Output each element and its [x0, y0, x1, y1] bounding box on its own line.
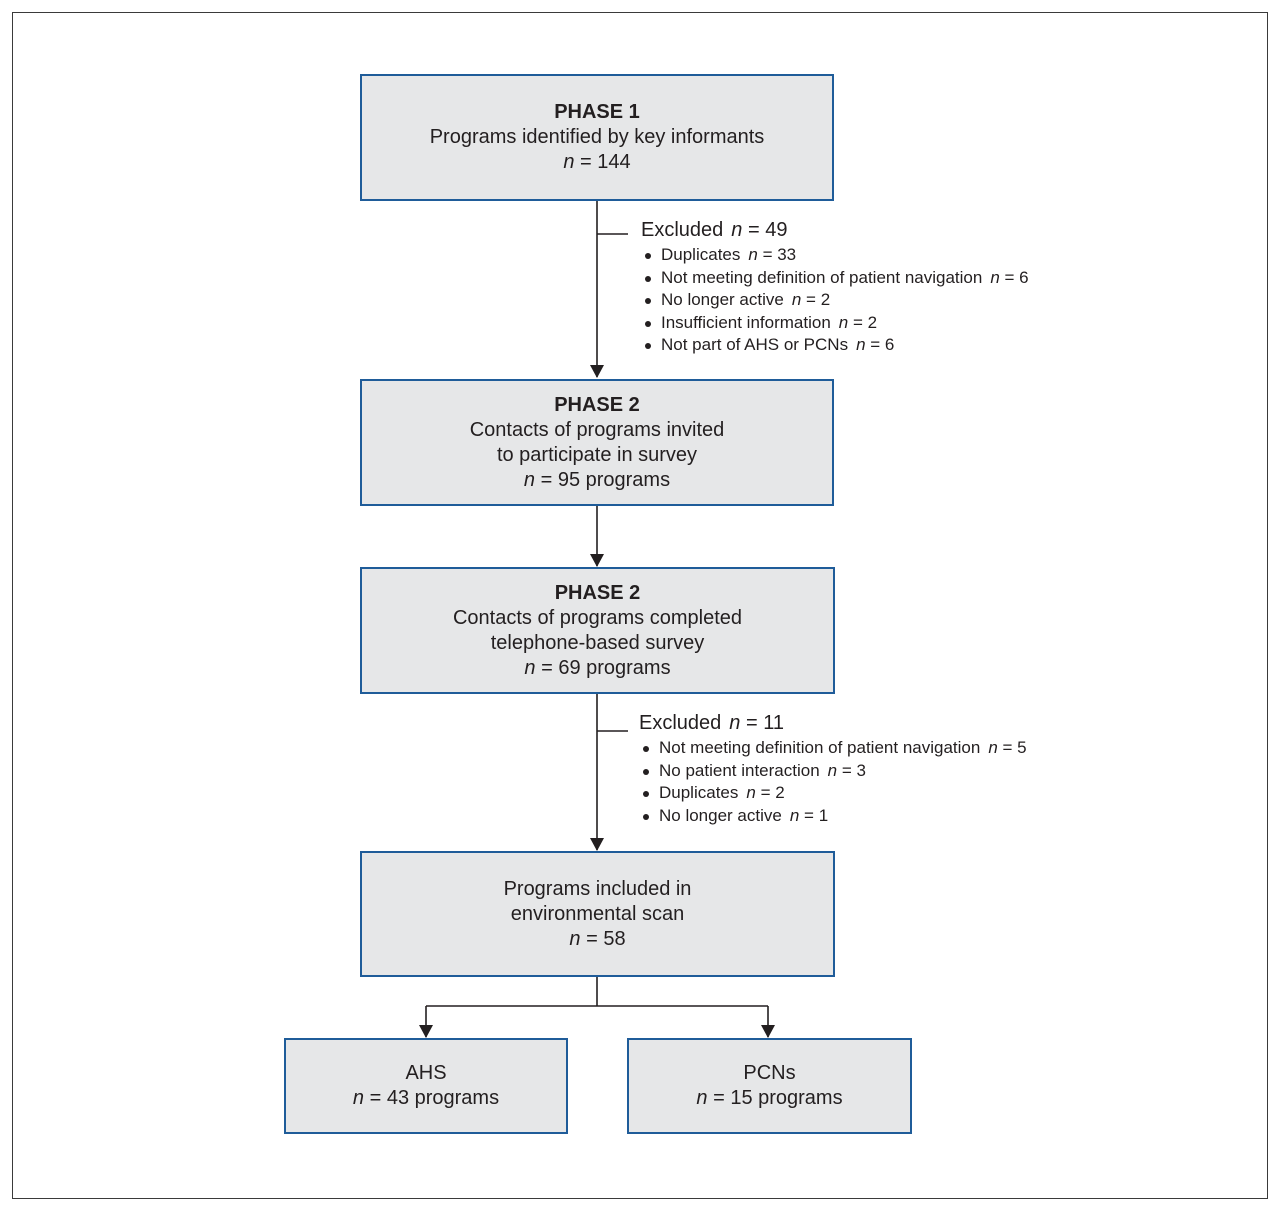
n-symbol: n	[838, 312, 849, 332]
item-label: No patient interaction	[659, 760, 820, 780]
item-count: = 5	[1002, 738, 1027, 757]
n-symbol: n	[524, 656, 536, 679]
n-symbol: n	[990, 267, 1000, 287]
item-count: = 2	[760, 783, 785, 802]
included-line1: Programs included in	[503, 877, 692, 900]
n-symbol: n	[791, 290, 802, 309]
excluded-2-count: = 11	[745, 712, 784, 734]
included-count: n = 58	[569, 927, 625, 952]
excluded-2-label: Excluded	[639, 712, 722, 734]
phase1-description: Programs identified by key informants	[429, 126, 765, 148]
n-symbol: n	[827, 760, 838, 780]
excluded-1-title: Excluded n = 49	[641, 217, 1029, 243]
excluded-1-label: Excluded	[641, 219, 724, 241]
included-box: Programs included in environmental scan …	[360, 851, 835, 977]
pcns-label: PCNs	[743, 1062, 796, 1084]
n-symbol: n	[789, 805, 800, 825]
phase1-box: PHASE 1 Programs identified by key infor…	[360, 74, 834, 201]
phase1-heading: PHASE 1	[554, 101, 640, 123]
phase2-invited-line2: to participate in survey	[496, 443, 698, 466]
phase2-completed-count: n = 69 programs	[524, 656, 670, 681]
phase2-completed-line2: telephone-based survey	[490, 631, 705, 654]
n-symbol: n	[746, 783, 756, 802]
item-count: = 3	[841, 760, 866, 780]
excluded-list-1: Excluded n = 49 Duplicates n = 33 Not meet…	[641, 217, 1029, 357]
excluded-list-2: Excluded n = 11 Not meeting definition of…	[639, 710, 1027, 827]
item-label: Not meeting definition of patient naviga…	[661, 267, 983, 287]
item-label: Insufficient information	[661, 312, 831, 332]
n-symbol: n	[748, 245, 758, 264]
n-symbol: n	[856, 335, 866, 354]
ahs-label: AHS	[405, 1062, 447, 1084]
item-label: Duplicates	[659, 783, 739, 802]
item-count: = 2	[852, 312, 878, 332]
item-label: No longer active	[659, 805, 782, 825]
phase2-invited-count: n = 95 programs	[524, 468, 670, 493]
item-count: = 1	[804, 805, 829, 825]
list-item: Duplicates n = 33	[641, 244, 1029, 267]
ahs-box: AHS n = 43 programs	[284, 1038, 568, 1134]
n-symbol: n	[988, 738, 998, 757]
phase2-invited-heading: PHASE 2	[554, 393, 640, 416]
n-symbol: n	[563, 151, 575, 173]
item-label: No longer active	[661, 290, 784, 309]
list-item: Insufficient information n = 2	[641, 312, 1029, 335]
phase2-invited-box: PHASE 2 Contacts of programs invited to …	[360, 379, 834, 506]
item-label: Not meeting definition of patient naviga…	[659, 738, 981, 757]
phase1-count: n = 144	[563, 150, 630, 175]
phase2-invited-count-value: = 95 programs	[540, 468, 671, 491]
ahs-count: n = 43 programs	[353, 1086, 499, 1111]
list-item: No longer active n = 1	[639, 805, 1027, 828]
item-label: Duplicates	[661, 245, 741, 264]
phase2-completed-line1: Contacts of programs completed	[452, 606, 743, 629]
phase2-invited-line1: Contacts of programs invited	[469, 418, 725, 441]
phase1-count-value: = 144	[580, 151, 631, 173]
list-item: Not meeting definition of patient naviga…	[641, 267, 1029, 290]
item-label: Not part of AHS or PCNs	[661, 335, 849, 354]
list-item: No patient interaction n = 3	[639, 760, 1027, 783]
list-item: Not meeting definition of patient naviga…	[639, 737, 1027, 760]
pcns-box: PCNs n = 15 programs	[627, 1038, 912, 1134]
list-item: Duplicates n = 2	[639, 782, 1027, 805]
n-symbol: n	[523, 468, 536, 491]
item-count: = 2	[806, 290, 831, 309]
list-item: No longer active n = 2	[641, 289, 1029, 312]
pcns-count-value: = 15 programs	[713, 1087, 843, 1109]
item-count: = 33	[762, 245, 797, 264]
ahs-count-value: = 43 programs	[369, 1087, 500, 1109]
phase2-completed-heading: PHASE 2	[554, 581, 641, 604]
list-item: Not part of AHS or PCNs n = 6	[641, 334, 1029, 357]
pcns-count: n = 15 programs	[696, 1086, 842, 1111]
n-symbol: n	[352, 1087, 365, 1109]
n-symbol: n	[696, 1087, 708, 1109]
n-symbol: n	[731, 219, 743, 241]
item-count: = 6	[1004, 267, 1029, 287]
phase2-completed-count-value: = 69 programs	[541, 656, 671, 679]
excluded-1-count: = 49	[747, 219, 788, 241]
item-count: = 6	[870, 335, 895, 354]
excluded-2-title: Excluded n = 11	[639, 710, 1027, 736]
included-count-value: = 58	[586, 927, 626, 950]
n-symbol: n	[729, 712, 741, 734]
phase2-completed-box: PHASE 2 Contacts of programs completed t…	[360, 567, 835, 694]
figure-frame	[12, 12, 1268, 1199]
included-line2: environmental scan	[510, 902, 685, 925]
n-symbol: n	[569, 927, 581, 950]
